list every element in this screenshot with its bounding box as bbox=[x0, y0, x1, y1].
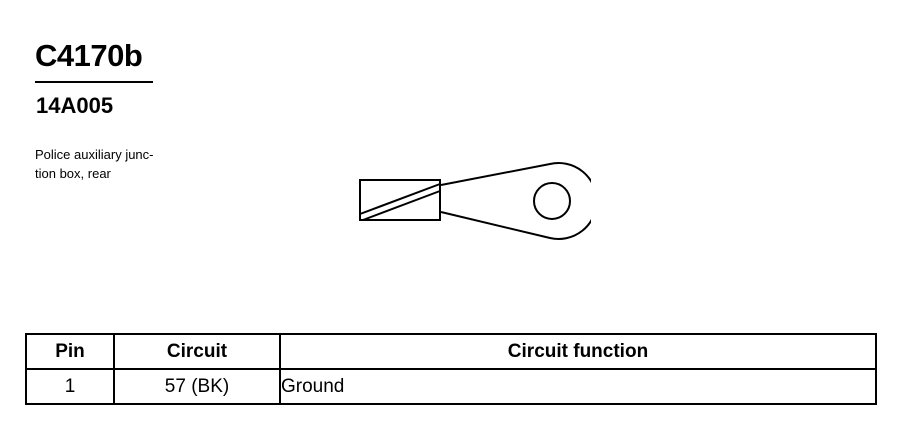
barrel-stripe-2 bbox=[362, 190, 441, 221]
connector-description: Police auxiliary junc- tion box, rear bbox=[35, 145, 195, 183]
table-row: 1 57 (BK) Ground bbox=[25, 368, 877, 405]
stud-hole bbox=[533, 182, 571, 220]
cell-circuit: 57 (BK) bbox=[113, 368, 281, 405]
cell-circuit-function: Ground bbox=[279, 368, 877, 405]
header-circuit-function: Circuit function bbox=[279, 333, 877, 370]
table-header-row: Pin Circuit Circuit function bbox=[25, 333, 877, 370]
cell-pin: 1 bbox=[25, 368, 115, 405]
ring-tongue bbox=[440, 162, 591, 240]
part-number: 14A005 bbox=[36, 93, 114, 118]
description-line-2: tion box, rear bbox=[35, 166, 111, 181]
header-pin: Pin bbox=[25, 333, 115, 370]
description-line-1: Police auxiliary junc- bbox=[35, 147, 154, 162]
header-circuit: Circuit bbox=[113, 333, 281, 370]
connector-id: C4170b bbox=[35, 38, 143, 73]
title-underline bbox=[35, 81, 153, 83]
ring-terminal-icon bbox=[359, 162, 591, 240]
barrel-stripe-1 bbox=[359, 183, 441, 215]
pin-table: Pin Circuit Circuit function 1 57 (BK) G… bbox=[25, 333, 877, 405]
